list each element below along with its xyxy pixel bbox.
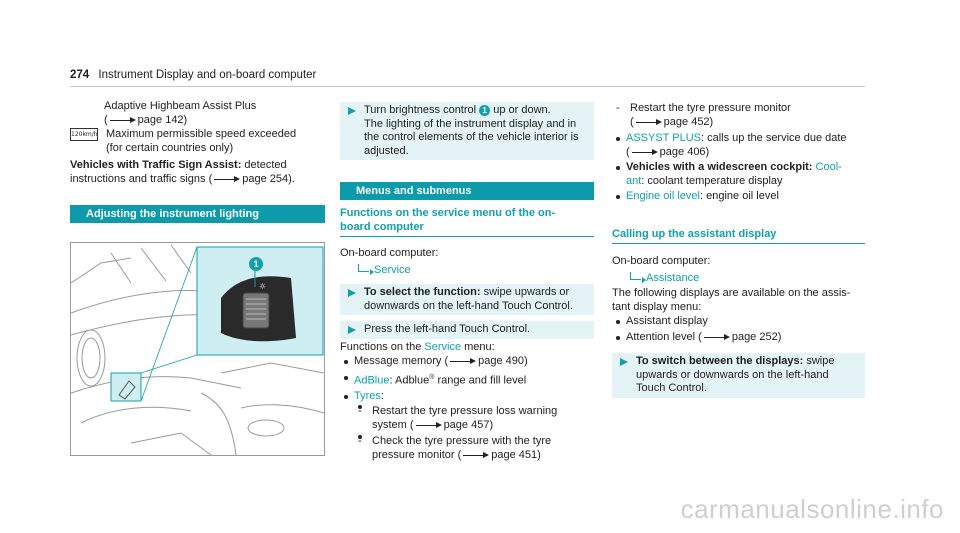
tsa-paragraph: Vehicles with Traffic Sign Assist: detec… xyxy=(70,159,325,173)
step-switch-displays: To switch between the displays: swipe up… xyxy=(612,353,865,398)
page-ref-arrow-icon xyxy=(631,148,658,156)
step-arrow-icon xyxy=(620,358,628,366)
highbeam-page-link[interactable]: page 142) xyxy=(137,113,188,126)
tyres-link[interactable]: Tyres xyxy=(354,389,381,402)
following-line-2: tant display menu: xyxy=(612,300,702,313)
header-divider xyxy=(70,86,865,87)
engine-oil-link[interactable]: Engine oil level xyxy=(626,190,700,202)
page-header: 274 Instrument Display and on-board comp… xyxy=(70,69,316,81)
step1-line2: The lighting of the instrument display a… xyxy=(364,117,577,130)
speed-line-1: Maximum permissible speed exceeded xyxy=(106,128,297,140)
cockpit-drawing: ☼ xyxy=(71,244,324,455)
service-functions-list: Message memory (page 490) AdBlue: Adblue… xyxy=(340,355,594,462)
obc-label: On-board computer: xyxy=(340,247,439,259)
step1-line1: Turn brightness control 1 up or down. xyxy=(364,104,551,116)
step-brightness: Turn brightness control 1 up or down. Th… xyxy=(340,102,594,160)
list-item: Restart the tyre pressure loss warningsy… xyxy=(354,405,594,432)
page-ref-arrow-icon xyxy=(415,421,442,429)
brightness-icon: ☼ xyxy=(259,282,266,291)
list-item: Message memory (page 490) xyxy=(340,355,594,369)
callout-1: 1 xyxy=(249,255,263,273)
service-functions-list-continued: ASSYST PLUS: calls up the service due da… xyxy=(612,132,865,204)
functions-intro: Functions on the Service menu: xyxy=(340,340,495,353)
tsa-page-link[interactable]: page 254). xyxy=(242,172,295,185)
page-number: 274 xyxy=(70,69,90,81)
assyst-plus-link[interactable]: ASSYST PLUS xyxy=(626,132,701,144)
speed-line-2: (for certain countries only) xyxy=(106,141,234,154)
obc-label: On-board computer: xyxy=(612,255,711,267)
list-item: Engine oil level: engine oil level xyxy=(612,190,865,204)
step1-line4: adjusted. xyxy=(364,144,409,157)
list-item: Tyres: Restart the tyre pressure loss wa… xyxy=(340,390,594,463)
step-arrow-icon xyxy=(348,289,356,297)
speed-row: 120km/h Maximum permissible speed exceed… xyxy=(70,128,325,155)
column-2: Turn brightness control 1 up or down. Th… xyxy=(340,102,594,465)
column-1: Adaptive Highbeam Assist Plus (page 142)… xyxy=(70,100,325,223)
step-arrow-icon xyxy=(348,107,356,115)
watermark: carmanualsonline.info xyxy=(680,494,944,524)
page-ref-arrow-icon xyxy=(109,116,136,124)
column-3: Restart the tyre pressure monitor(page 4… xyxy=(612,102,865,398)
section-banner-lighting: Adjusting the instrument lighting xyxy=(70,205,325,223)
service-link[interactable]: Service xyxy=(374,263,411,276)
menu-path-service: Service xyxy=(340,264,594,278)
page-ref-arrow-icon xyxy=(463,451,490,459)
callout-badge: 1 xyxy=(479,104,491,116)
service-menu-link[interactable]: Service xyxy=(424,340,462,353)
chapter-title: Instrument Display and on-board computer xyxy=(98,69,317,81)
step1-line3: the control elements of the vehicle inte… xyxy=(364,131,579,143)
section-banner-menus: Menus and submenus xyxy=(340,182,594,200)
page-ref-arrow-icon xyxy=(214,175,241,183)
page-ref-arrow-icon xyxy=(450,357,477,365)
list-item: Attention level (page 252) xyxy=(612,331,865,345)
assistant-displays-list: Assistant display Attention level (page … xyxy=(612,315,865,344)
control-highlight-box xyxy=(110,372,142,402)
list-item: AdBlue: Adblue® range and fill level xyxy=(340,371,594,388)
subhead-service-menu: Functions on the service menu of the on-… xyxy=(340,207,594,237)
step-arrow-icon xyxy=(348,326,356,334)
coolant-link[interactable]: Cool- xyxy=(815,161,842,173)
step-select-function: To select the function: swipe upwards or… xyxy=(340,284,594,315)
list-item: Check the tyre pressure with the tyrepre… xyxy=(354,435,594,462)
following-line-1: The following displays are available on … xyxy=(612,287,851,299)
tsa-text-2: instructions and traffic signs ( xyxy=(70,172,213,185)
list-item: Vehicles with a widescreen cockpit: Cool… xyxy=(612,161,865,188)
menu-path-icon xyxy=(630,272,646,284)
instrument-lighting-illustration: ☼ 1 xyxy=(70,242,325,456)
assistance-link[interactable]: Assistance xyxy=(646,271,700,284)
list-item: Assistant display xyxy=(612,315,865,329)
page-ref-arrow-icon xyxy=(635,118,662,126)
adblue-link[interactable]: AdBlue xyxy=(354,374,390,387)
tsa-text-1: detected xyxy=(241,159,287,171)
step-press: Press the left-hand Touch Control. xyxy=(340,321,594,339)
tsa-label: Vehicles with Traffic Sign Assist: xyxy=(70,159,242,171)
list-item: Restart the tyre pressure monitor(page 4… xyxy=(612,102,865,129)
tyres-sublist: Restart the tyre pressure loss warningsy… xyxy=(354,405,594,462)
highbeam-ref: (page 142) xyxy=(104,113,188,126)
subhead-assistant-display: Calling up the assistant display xyxy=(612,228,865,244)
list-item: ASSYST PLUS: calls up the service due da… xyxy=(612,132,865,159)
highbeam-line: Adaptive Highbeam Assist Plus xyxy=(104,100,257,112)
tyres-sublist-continued: Restart the tyre pressure monitor(page 4… xyxy=(612,102,865,129)
page-ref-arrow-icon xyxy=(703,333,730,341)
tsa-paragraph-2: instructions and traffic signs ( page 254… xyxy=(70,173,325,187)
speed-limit-icon: 120km/h xyxy=(70,128,98,141)
menu-path-assistance: Assistance xyxy=(612,272,865,286)
menu-path-icon xyxy=(358,264,374,276)
